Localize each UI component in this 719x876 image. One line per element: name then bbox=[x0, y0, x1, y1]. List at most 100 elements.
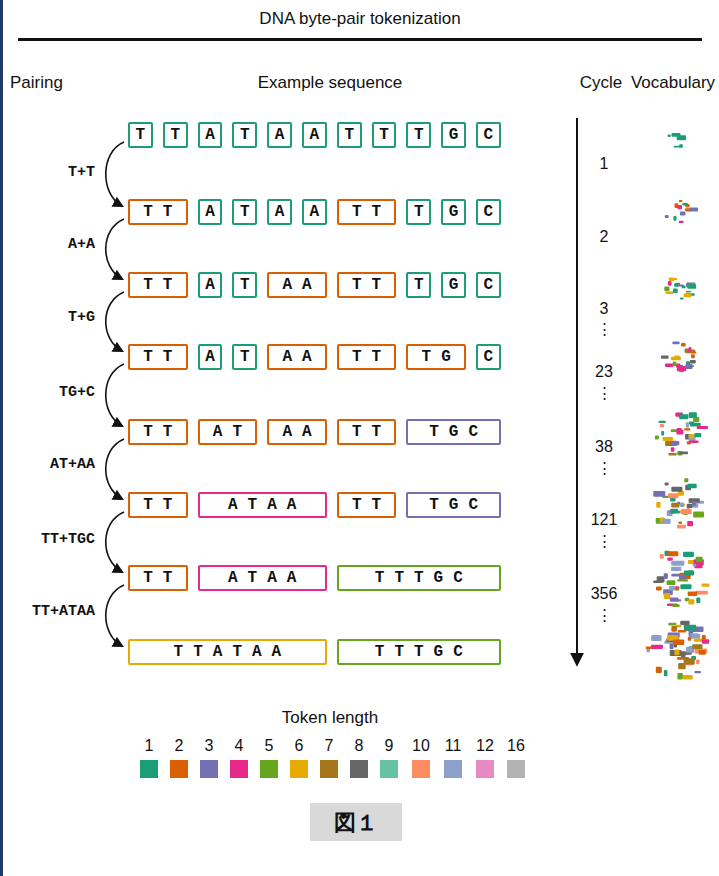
cloud-glyph bbox=[702, 635, 706, 639]
cloud-glyph bbox=[669, 586, 675, 590]
caption-ground bbox=[310, 803, 402, 841]
cycle-number: 1 bbox=[600, 155, 609, 173]
legend-swatch bbox=[140, 760, 158, 778]
token-box: T bbox=[337, 122, 362, 148]
token-box: T bbox=[406, 199, 431, 225]
cloud-glyph bbox=[655, 436, 659, 440]
token-text: TGC bbox=[419, 496, 488, 514]
cloud-glyph bbox=[646, 646, 652, 649]
token-box: TGC bbox=[406, 492, 500, 518]
token-box: C bbox=[476, 122, 501, 148]
cloud-glyph bbox=[682, 286, 686, 289]
cloud-glyph bbox=[668, 281, 672, 286]
cycle-ellipsis: ⋮ bbox=[597, 320, 612, 338]
token-text: A bbox=[310, 203, 320, 221]
cloud-glyph bbox=[656, 667, 662, 673]
cloud-glyph bbox=[694, 671, 701, 673]
token-text: A bbox=[205, 126, 215, 144]
token-text: C bbox=[484, 203, 494, 221]
cloud-glyph bbox=[677, 599, 682, 601]
token-text: TT bbox=[342, 496, 391, 514]
token-text: TT bbox=[133, 423, 182, 441]
token-box: T bbox=[232, 199, 257, 225]
token-box: AA bbox=[267, 419, 327, 445]
cloud-glyph bbox=[679, 414, 688, 419]
cloud-glyph bbox=[660, 554, 664, 559]
pairing-arrows bbox=[106, 142, 124, 646]
cycle-number: 121 bbox=[591, 511, 618, 529]
cloud-glyph bbox=[690, 360, 696, 364]
cloud-glyph bbox=[671, 567, 681, 571]
token-text: A bbox=[310, 126, 320, 144]
cloud-glyph bbox=[673, 216, 676, 221]
cloud-glyph bbox=[696, 557, 703, 563]
cloud-glyph bbox=[679, 452, 688, 455]
token-box: C bbox=[476, 272, 501, 298]
cloud-glyph bbox=[691, 354, 695, 358]
cloud-glyph bbox=[687, 484, 696, 489]
pairing-label: TT+ATAA bbox=[32, 603, 95, 620]
pairing-arrow bbox=[106, 512, 124, 572]
token-box: T bbox=[128, 122, 153, 148]
cloud-glyph bbox=[661, 356, 669, 359]
token-text: T bbox=[240, 126, 250, 144]
token-box: TT bbox=[337, 492, 397, 518]
cloud-glyph bbox=[696, 597, 700, 603]
cloud-glyph bbox=[689, 207, 698, 211]
token-box: T bbox=[163, 122, 188, 148]
token-box: TT bbox=[128, 492, 188, 518]
token-text: TT bbox=[133, 276, 182, 294]
cloud-glyph bbox=[687, 504, 693, 508]
cycle-number: 38 bbox=[595, 438, 613, 456]
cloud-glyph bbox=[665, 364, 674, 367]
cloud-glyph bbox=[689, 441, 699, 443]
legend-swatch bbox=[444, 760, 462, 778]
cloud-glyph bbox=[651, 645, 663, 649]
token-box: TGC bbox=[406, 419, 500, 445]
cloud-glyph bbox=[684, 571, 694, 576]
frame-line bbox=[0, 0, 3, 876]
cycle-ellipsis: ⋮ bbox=[597, 459, 612, 477]
legend-swatch bbox=[507, 760, 525, 778]
token-box: A bbox=[198, 122, 223, 148]
token-text: ATAA bbox=[218, 569, 306, 587]
cloud-glyph bbox=[689, 421, 694, 424]
cloud-glyph bbox=[686, 364, 693, 369]
cloud-glyph bbox=[677, 525, 686, 529]
token-box: T bbox=[232, 272, 257, 298]
cloud-glyph bbox=[672, 341, 679, 344]
cloud-glyph bbox=[657, 576, 665, 582]
cloud-glyph bbox=[693, 417, 699, 422]
token-text: G bbox=[449, 126, 459, 144]
cloud-glyph bbox=[656, 502, 660, 508]
token-text: A bbox=[205, 348, 215, 366]
cloud-glyph bbox=[691, 352, 697, 354]
cloud-glyph bbox=[671, 574, 680, 577]
cloud-glyph bbox=[677, 366, 686, 371]
token-box: TT bbox=[337, 344, 397, 370]
cloud-glyph bbox=[660, 424, 664, 428]
cycle-ellipsis: ⋮ bbox=[597, 532, 612, 550]
token-text: TT bbox=[342, 423, 391, 441]
title-rule bbox=[18, 38, 702, 41]
cloud-glyph bbox=[677, 135, 686, 140]
token-text: TTATAA bbox=[164, 643, 292, 661]
pairing-arrow bbox=[106, 439, 124, 499]
legend-text: 10 bbox=[412, 737, 430, 755]
cloud-glyph bbox=[659, 421, 666, 423]
cloud-glyph bbox=[680, 212, 686, 216]
token-box: T bbox=[372, 122, 397, 148]
cloud-glyph bbox=[664, 593, 671, 599]
cloud-glyph bbox=[679, 200, 683, 202]
token-text: TG bbox=[412, 348, 461, 366]
cloud-glyph bbox=[668, 453, 676, 456]
token-box: AA bbox=[267, 272, 327, 298]
pairing-label: TG+C bbox=[59, 384, 95, 401]
cloud-glyph bbox=[678, 630, 686, 633]
legend-text: 1 bbox=[145, 737, 154, 755]
token-text: A bbox=[275, 203, 285, 221]
cloud-glyph bbox=[679, 221, 684, 223]
cloud-glyph bbox=[672, 441, 680, 445]
cloud-glyph bbox=[653, 491, 665, 497]
token-text: A bbox=[275, 126, 285, 144]
